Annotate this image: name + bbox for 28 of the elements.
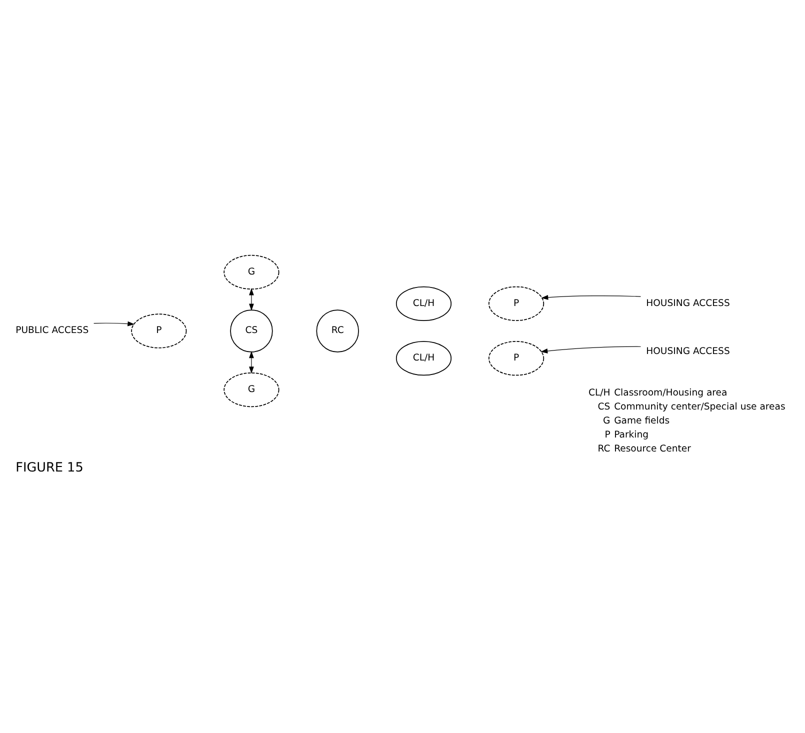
node-ellipse: P [488,286,544,321]
caption: FIGURE 15 [16,460,84,476]
label: Parking [614,429,649,440]
label: Classroom/Housing area [614,387,728,398]
node-circle: CS [230,310,273,352]
arrow [540,346,642,354]
arrow [249,288,254,311]
node-ellipse: P [488,341,544,376]
node-text: HOUSING ACCESS [646,346,730,358]
label: RC [598,443,610,454]
label: G [603,415,610,426]
label: CS [598,401,610,412]
label: CL/H [588,387,610,398]
label: Game fields [614,415,670,426]
label: Resource Center [614,443,691,454]
label: Community center/Special use areas [614,401,786,412]
node-ellipse: P [131,314,187,348]
node-ellipse: CL/H [396,286,452,321]
node-ellipse: G [224,372,280,408]
arrow [249,351,254,374]
arrow [541,294,642,300]
arrow [94,321,135,326]
node-ellipse: CL/H [396,341,452,376]
node-text: PUBLIC ACCESS [16,325,89,336]
node-circle: RC [316,310,359,352]
label: P [604,429,610,440]
node-text: HOUSING ACCESS [646,298,730,309]
node-ellipse: G [224,254,280,290]
